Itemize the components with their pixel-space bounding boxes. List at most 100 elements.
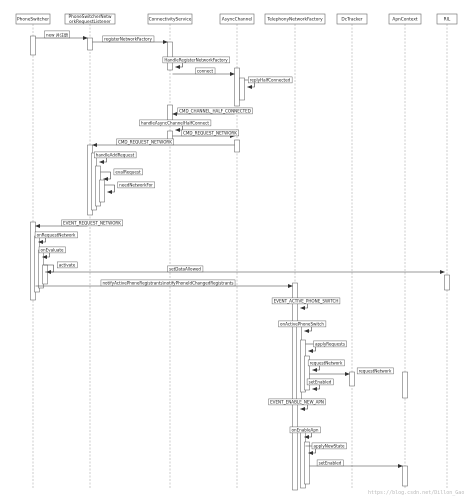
message-label-box [117, 181, 155, 189]
message-label: handleAsyncChannelHalfConnect [139, 119, 212, 127]
message-label-box [307, 359, 345, 367]
message-label-text: activate [59, 262, 76, 267]
message-label: handleAddRequest [94, 151, 137, 159]
message-label-box [139, 119, 212, 127]
message-label-box [248, 76, 293, 84]
message-arrow [305, 445, 316, 455]
activation-bar [444, 274, 450, 291]
message-label-box [268, 398, 326, 406]
message-label-text: evalRequest [115, 169, 141, 174]
message-label: onRequestNetwork [34, 231, 78, 239]
message-label-box [113, 168, 143, 176]
participant-box [219, 13, 255, 25]
message-label: activate [56, 261, 78, 269]
participant-label: RIL [444, 17, 451, 23]
message-label: EVENT_REQUEST_NETWORK [61, 219, 123, 227]
message-label-box [38, 246, 66, 254]
messages [35, 36, 445, 468]
message-label-box [100, 279, 236, 287]
message-label-text: requestNetwork [310, 360, 343, 365]
activation-bar [87, 37, 93, 51]
message-label-text: handleAsyncChannelHalfConnect [141, 120, 209, 125]
message-label-text: EVENT_ACTIVE_PHONE_SWITCH [274, 298, 339, 303]
activation-bar [234, 139, 240, 153]
message-label: onEvaluate [38, 246, 66, 254]
participant-label: ConnectivityService [149, 17, 192, 23]
message-label-box [162, 56, 230, 64]
message-label: registerNetworkFactory [102, 35, 155, 43]
message-label-text: CMD_REQUEST_NETWORK [183, 130, 237, 135]
message-label-box [56, 261, 78, 269]
activation-bar [304, 355, 310, 391]
message-label-text: notifyActivePhoneRegistrants\notifyPhone… [102, 280, 233, 285]
message-label-text: setEnabled [319, 460, 342, 465]
message-label-box [61, 219, 123, 227]
participant-box [64, 13, 116, 25]
message-label: setEnabled [316, 459, 344, 467]
message-label-text: applyRequests [315, 341, 345, 346]
message-label-text: applyNewState [313, 443, 345, 448]
message-label-text: requestNetwork [359, 368, 392, 373]
participant-label: PhoneSwitcher [17, 17, 49, 23]
message-label-text: setEnabled [309, 379, 332, 384]
message-label-box [278, 320, 327, 328]
message-label: replyHalfConnected [248, 76, 293, 84]
message-label: CMD_CHANNEL_HALF_CONNECTED [177, 107, 253, 115]
participant-connectivityservice: ConnectivityService [147, 13, 193, 25]
participant-dctracker: DcTracker [336, 13, 368, 25]
message-label-box [313, 340, 347, 348]
message-label-box [311, 442, 347, 450]
message-labels: new 并注册 registerNetworkFactoryHandleRegis… [34, 30, 394, 467]
message-label: applyRequests [313, 340, 347, 348]
message-label: requestNetwork [307, 359, 345, 367]
message-label: HandleRegisterNetworkFactory [162, 56, 230, 64]
participant-ril: RIL [436, 13, 458, 25]
participant-box [15, 13, 51, 25]
message-label-box [181, 129, 239, 137]
message-label: notifyActivePhoneRegistrants\notifyPhone… [100, 279, 236, 287]
message-label-text: onEvaluate [41, 247, 64, 252]
message-label-box [271, 297, 341, 305]
message-label-text: HandleRegisterNetworkFactory [164, 57, 228, 62]
message-label: CMD_REQUEST_NETWORK [116, 138, 174, 146]
message-arrow [305, 343, 316, 353]
message-label: needNetworkFor [117, 181, 155, 189]
activation-bar [349, 371, 355, 387]
activation-bar [304, 441, 310, 485]
message-label: onEnableApn [289, 426, 321, 434]
message-label-text: setDataAllowed [169, 266, 201, 271]
message-label-box [289, 426, 321, 434]
activation-bar [42, 264, 48, 285]
message-label: onActivePhoneSwitch [278, 320, 327, 328]
message-label-text: EVENT_REQUEST_NETWORK [63, 220, 121, 225]
message-label-text: CMD_CHANNEL_HALF_CONNECTED [179, 108, 251, 113]
message-label: EVENT_ACTIVE_PHONE_SWITCH [271, 297, 341, 305]
participant-phoneswitcher: PhoneSwitcher [15, 13, 51, 25]
participant-apncontext: ApnContext [388, 13, 422, 25]
message-label: evalRequest [113, 168, 143, 176]
message-label-text: needNetworkFor [119, 182, 153, 187]
activation-bar [234, 67, 240, 107]
participant-telephonynetworkfactory: TelephonyNetworkFactory [264, 13, 326, 25]
activation-bar [30, 35, 36, 56]
message-label-box [102, 35, 155, 43]
message-label-box [306, 378, 334, 386]
participant-box [436, 13, 458, 25]
message-label-box [316, 459, 344, 467]
message-label: EVENT_ENABLE_NEW_APN [268, 398, 326, 406]
message-label: setDataAllowed [167, 265, 204, 273]
activation-bars [30, 35, 450, 491]
participant-label: orkRequestListener [69, 19, 111, 25]
participant-label: ApnContext [392, 17, 418, 23]
participant-box [264, 13, 326, 25]
activation-bar [99, 179, 105, 203]
message-label-text: replyHalfConnected [250, 77, 291, 82]
message-label-text: new 并注册 [46, 31, 68, 37]
participant-asyncchannel: AsyncChannel [219, 13, 255, 25]
message-label: new 并注册 [44, 30, 70, 39]
message-label-box [116, 138, 174, 146]
message-label-box [177, 107, 253, 115]
message-label-box [34, 231, 78, 239]
message-label-box [356, 367, 394, 375]
